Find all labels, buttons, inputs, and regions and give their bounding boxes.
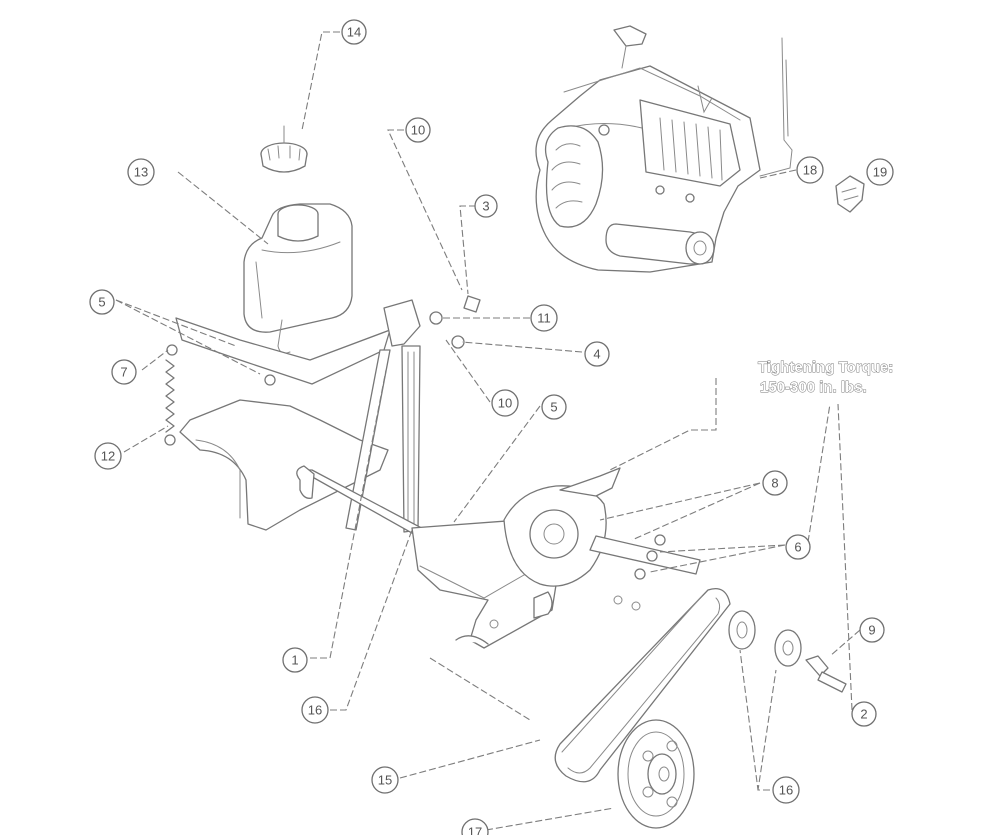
callout-11: 11 — [530, 304, 558, 332]
svg-text:19: 19 — [873, 165, 887, 180]
svg-text:14: 14 — [347, 25, 361, 40]
svg-text:8: 8 — [771, 476, 778, 491]
callout-9: 9 — [859, 617, 885, 643]
callout-10-mid: 10 — [491, 389, 519, 417]
svg-text:17: 17 — [468, 825, 482, 835]
main-frame — [175, 299, 701, 649]
callout-bubbles: 14 13 10 3 11 4 5 7 10 5 12 18 19 8 6 9 … — [89, 19, 894, 835]
svg-text:11: 11 — [537, 311, 551, 326]
torque-note-line2: 150-300 in. lbs. — [760, 379, 867, 396]
callout-16-left: 16 — [301, 696, 329, 724]
svg-text:5: 5 — [550, 400, 557, 415]
torque-note-line1: Tightening Torque: — [758, 359, 893, 376]
engine — [535, 25, 761, 273]
callout-3: 3 — [474, 194, 498, 218]
throttle-rod — [759, 37, 793, 177]
svg-text:16: 16 — [308, 703, 322, 718]
svg-text:10: 10 — [411, 123, 425, 138]
spark-plug-boot — [835, 175, 865, 213]
callout-1: 1 — [282, 647, 308, 673]
fastener-hardware — [164, 295, 666, 580]
torque-note: Tightening Torque: 150-300 in. lbs. — [758, 359, 894, 397]
svg-text:16: 16 — [779, 783, 793, 798]
svg-text:2: 2 — [860, 707, 867, 722]
svg-text:12: 12 — [101, 449, 115, 464]
callout-5-mid: 5 — [541, 394, 567, 420]
callout-10-top: 10 — [405, 117, 431, 143]
callout-13: 13 — [127, 158, 155, 186]
callout-4: 4 — [584, 341, 610, 367]
callout-2: 2 — [851, 701, 877, 727]
fuel-tank — [243, 203, 353, 354]
callout-19: 19 — [866, 158, 894, 186]
drive-belt-assembly — [554, 587, 847, 829]
svg-text:7: 7 — [120, 365, 127, 380]
callout-8: 8 — [762, 470, 788, 496]
svg-text:5: 5 — [98, 295, 105, 310]
svg-text:10: 10 — [498, 396, 512, 411]
callout-18: 18 — [796, 156, 824, 184]
svg-text:6: 6 — [794, 540, 801, 555]
callout-16-right: 16 — [772, 776, 800, 804]
svg-text:9: 9 — [868, 623, 875, 638]
callout-15: 15 — [371, 766, 399, 794]
callout-17: 17 — [461, 818, 489, 835]
svg-text:18: 18 — [803, 163, 817, 178]
leader-lines — [115, 31, 861, 831]
callout-6: 6 — [785, 534, 811, 560]
fuel-cap — [260, 125, 308, 173]
svg-text:3: 3 — [482, 199, 489, 214]
svg-text:13: 13 — [134, 165, 148, 180]
callout-7: 7 — [111, 359, 137, 385]
svg-text:15: 15 — [378, 773, 392, 788]
svg-text:4: 4 — [593, 347, 600, 362]
callout-5-left: 5 — [89, 289, 115, 315]
callout-12: 12 — [94, 442, 122, 470]
callout-14: 14 — [341, 19, 367, 45]
svg-text:1: 1 — [291, 653, 298, 668]
